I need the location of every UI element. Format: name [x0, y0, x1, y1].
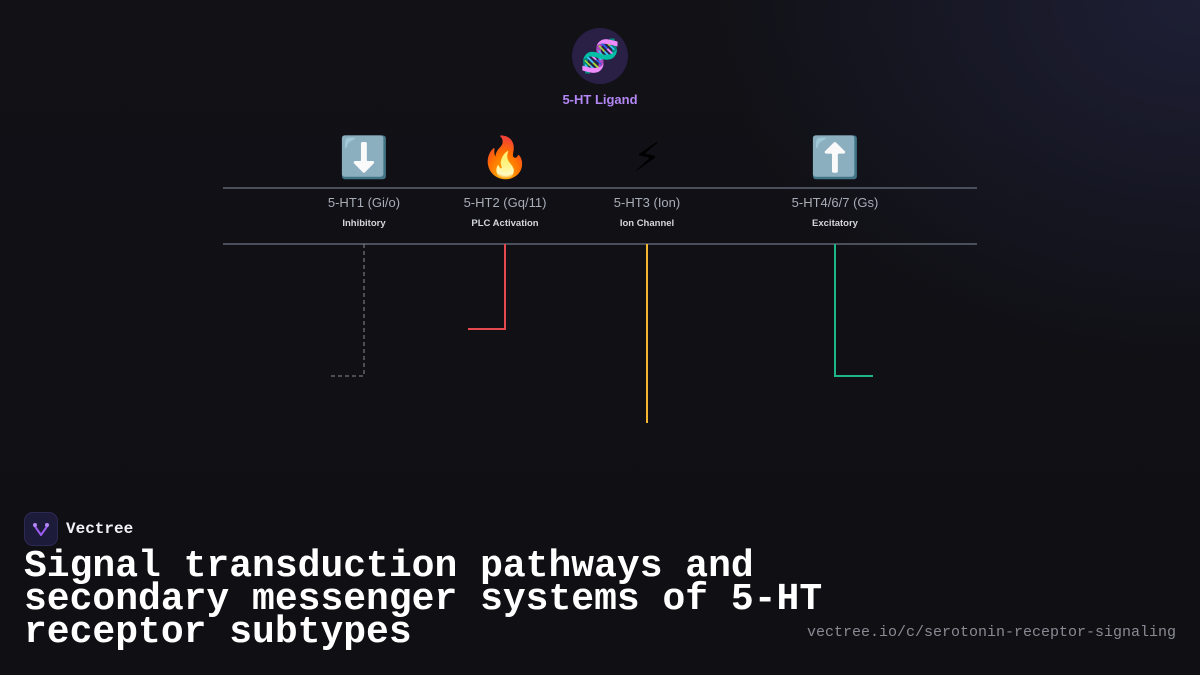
receptor-effect: Ion Channel [620, 218, 674, 229]
pathway-line [330, 244, 365, 377]
receptor-3: ⚡ 5-HT3 (Ion) Ion Channel [614, 136, 680, 423]
brand-name: Vectree [66, 520, 134, 538]
pathway-line [468, 244, 506, 330]
dna-icon: 🧬 [580, 37, 620, 75]
receptor-effect: Inhibitory [342, 218, 386, 229]
receptor-effect: Excitatory [812, 218, 859, 229]
ligand-circle [572, 28, 628, 84]
receptor-name: 5-HT1 (Gi/o) [328, 195, 400, 210]
receptor-pathway-diagram: 🧬 5-HT Ligand ⬇️ 5-HT1 (Gi/o) Inhibitory 🔥 5… [223, 28, 977, 423]
receptor-effect: PLC Activation [471, 218, 538, 229]
page-title: Signal transduction pathways and seconda… [24, 545, 823, 654]
receptor-name: 5-HT3 (Ion) [614, 195, 680, 210]
receptor-4: ⬆️ 5-HT4/6/7 (Gs) Excitatory [792, 134, 879, 377]
receptor-name: 5-HT4/6/7 (Gs) [792, 195, 879, 210]
down-arrow-icon: ⬇️ [339, 134, 389, 180]
lightning-icon: ⚡ [633, 136, 661, 180]
receptor-name: 5-HT2 (Gq/11) [464, 195, 547, 210]
vectree-logo-icon [24, 512, 58, 546]
ligand-node: 🧬 5-HT Ligand [562, 28, 638, 107]
source-url: vectree.io/c/serotonin-receptor-signalin… [806, 624, 1176, 641]
receptor-layer: ⬇️ 5-HT1 (Gi/o) Inhibitory 🔥 5-HT2 (Gq/11) PL… [328, 134, 878, 423]
brand: Vectree [24, 512, 133, 546]
up-arrow-icon: ⬆️ [810, 134, 860, 180]
receptor-1: ⬇️ 5-HT1 (Gi/o) Inhibitory [328, 134, 400, 377]
fire-icon: 🔥 [480, 134, 530, 180]
receptor-2: 🔥 5-HT2 (Gq/11) PLC Activation [464, 134, 547, 330]
pathway-line [834, 244, 873, 377]
ligand-label: 5-HT Ligand [562, 92, 637, 107]
